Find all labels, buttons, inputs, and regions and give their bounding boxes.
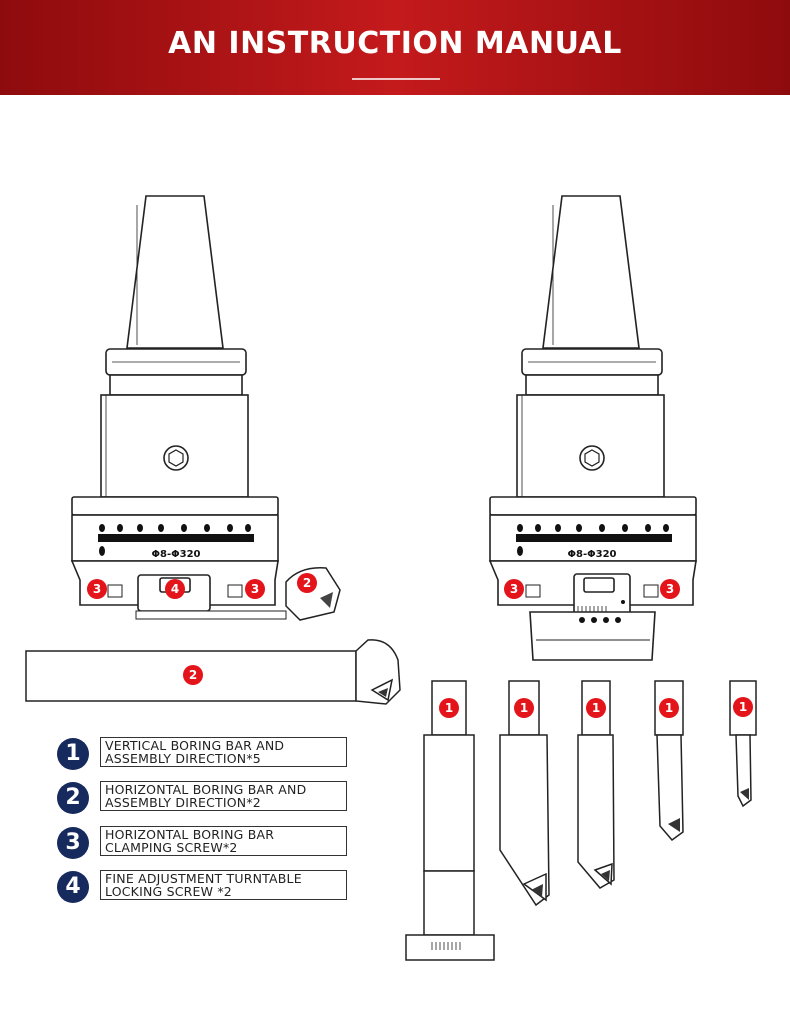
svg-text:2: 2 (189, 668, 197, 682)
callout-3-left-b: 3 (245, 579, 265, 599)
callout-3-right-a: 3 (504, 579, 524, 599)
svg-text:1: 1 (520, 701, 528, 715)
legend-badge: 4 (57, 871, 89, 903)
legend-text: HORIZONTAL BORING BAR CLAMPING SCREW*2 (105, 827, 275, 855)
callout-1-bar-e: 1 (733, 697, 753, 717)
svg-text:1: 1 (592, 701, 600, 715)
callout-2-bar: 2 (183, 665, 203, 685)
right-scale: Φ8-Φ320 (516, 524, 672, 623)
vertical-bars (405, 680, 757, 961)
title-underline (352, 78, 440, 80)
svg-text:3: 3 (93, 582, 101, 596)
legend-badge: 3 (57, 827, 89, 859)
svg-text:3: 3 (510, 582, 518, 596)
insert-tips (531, 788, 749, 897)
legend-badge: 2 (57, 782, 89, 814)
legend-box: FINE ADJUSTMENT TURNTABLE LOCKING SCREW … (100, 870, 347, 900)
legend-item-1: 1 VERTICAL BORING BAR AND ASSEMBLY DIREC… (57, 737, 357, 771)
legend-box: HORIZONTAL BORING BAR AND ASSEMBLY DIREC… (100, 781, 347, 811)
bar-head-scale (431, 942, 461, 950)
legend-item-4: 4 FINE ADJUSTMENT TURNTABLE LOCKING SCRE… (57, 870, 357, 904)
legend-box: HORIZONTAL BORING BAR CLAMPING SCREW*2 (100, 826, 347, 856)
svg-text:3: 3 (251, 582, 259, 596)
svg-text:1: 1 (665, 701, 673, 715)
left-boring-head (70, 195, 287, 620)
callout-3-left-a: 3 (87, 579, 107, 599)
callout-1-bar-a: 1 (439, 698, 459, 718)
legend-text: FINE ADJUSTMENT TURNTABLE LOCKING SCREW … (105, 871, 302, 899)
left-scale-label: Φ8-Φ320 (152, 549, 201, 560)
callout-3-right-b: 3 (660, 579, 680, 599)
svg-text:3: 3 (666, 582, 674, 596)
legend-text: HORIZONTAL BORING BAR AND ASSEMBLY DIREC… (105, 782, 307, 810)
right-scale-label: Φ8-Φ320 (568, 549, 617, 560)
header-banner: AN INSTRUCTION MANUAL (0, 0, 790, 95)
callouts: 3 4 3 2 3 3 2 1 1 1 1 1 (87, 573, 753, 718)
page-title: AN INSTRUCTION MANUAL (168, 26, 622, 61)
callout-1-bar-b: 1 (514, 698, 534, 718)
legend-badge: 1 (57, 738, 89, 770)
legend-item-3: 3 HORIZONTAL BORING BAR CLAMPING SCREW*2 (57, 826, 357, 860)
legend-box: VERTICAL BORING BAR AND ASSEMBLY DIRECTI… (100, 737, 347, 767)
callout-1-bar-d: 1 (659, 698, 679, 718)
callout-1-bar-c: 1 (586, 698, 606, 718)
svg-text:2: 2 (303, 576, 311, 590)
callout-2-holder: 2 (297, 573, 317, 593)
horizontal-boring-bar (25, 639, 401, 705)
callout-4-left: 4 (165, 579, 185, 599)
legend-item-2: 2 HORIZONTAL BORING BAR AND ASSEMBLY DIR… (57, 781, 357, 815)
svg-text:1: 1 (739, 700, 747, 714)
legend-text: VERTICAL BORING BAR AND ASSEMBLY DIRECTI… (105, 738, 285, 766)
left-scale: Φ8-Φ320 (98, 524, 254, 560)
svg-text:4: 4 (171, 582, 179, 596)
svg-text:1: 1 (445, 701, 453, 715)
